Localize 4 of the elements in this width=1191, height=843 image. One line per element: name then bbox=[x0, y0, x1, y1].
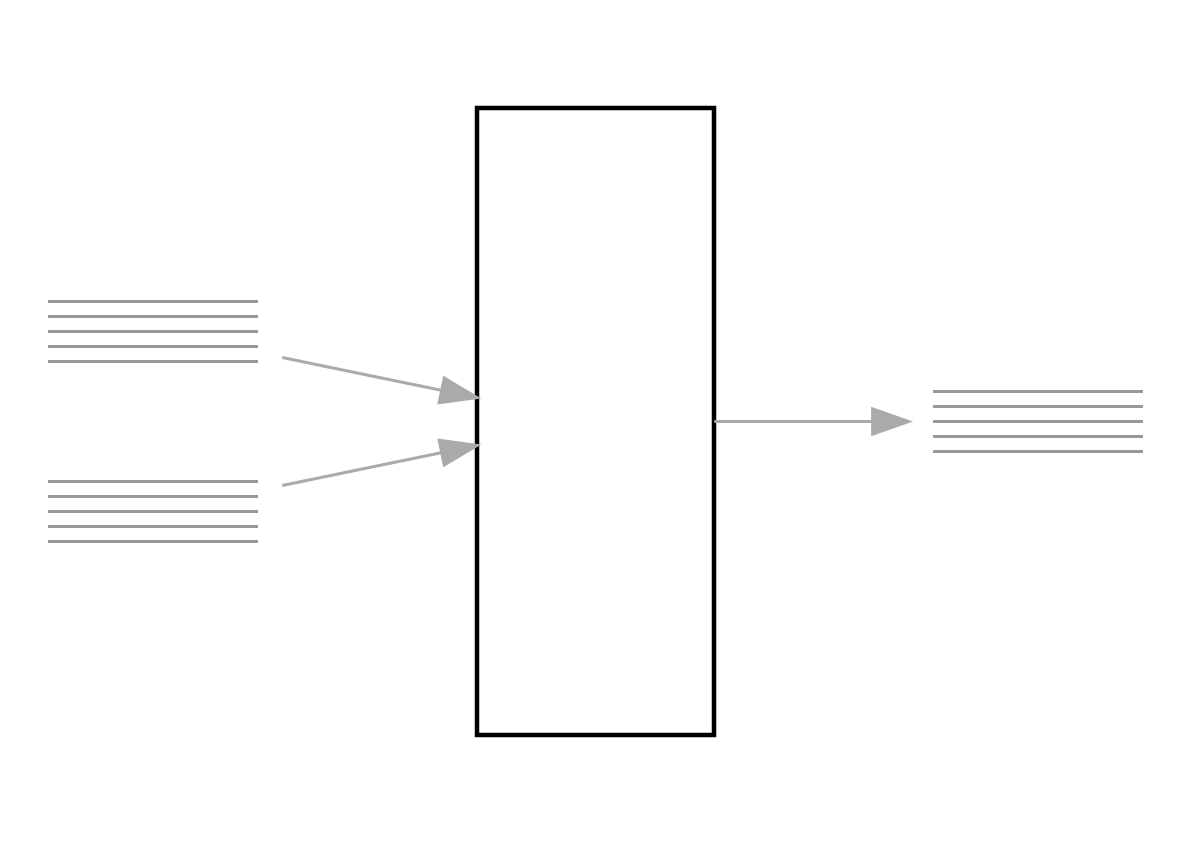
arrow bbox=[281, 438, 482, 487]
arrow bbox=[714, 406, 914, 437]
arrow bbox=[281, 356, 482, 405]
node-box bbox=[474, 105, 717, 738]
